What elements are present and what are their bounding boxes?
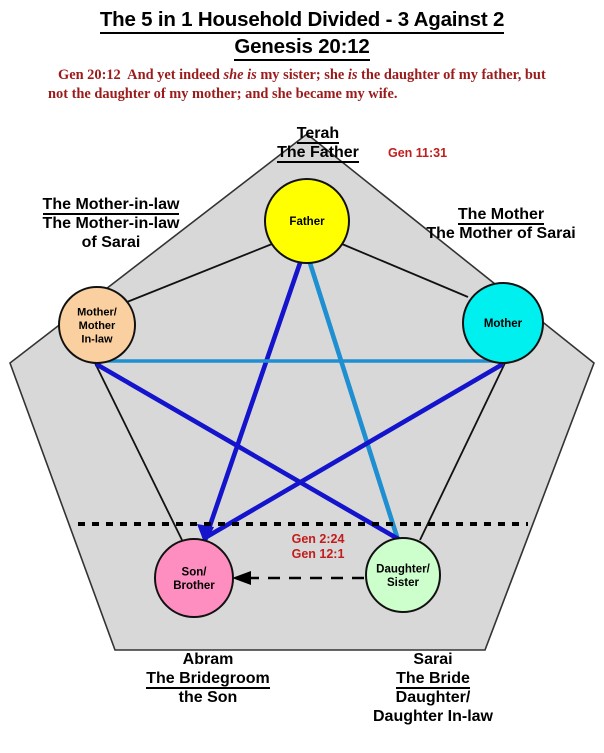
- terah-name: Terah: [296, 125, 340, 144]
- verse-emphasis-2: is: [347, 67, 358, 83]
- edge-father-motherinlaw: [126, 243, 273, 303]
- edge-motherinlaw-son: [94, 362, 183, 541]
- reference-gen-11-31: Gen 11:31: [388, 146, 448, 160]
- title-line-2: Genesis 20:12: [0, 33, 604, 61]
- node-label-daughter-sister: Daughter/: [376, 563, 430, 575]
- marriage-references: Gen 2:24 Gen 12:1: [272, 532, 364, 562]
- mother-sub: The Mother of Sarai: [426, 225, 576, 242]
- label-sarai: Sarai The Bride Daughter/ Daughter In-la…: [318, 650, 548, 726]
- abram-name: Abram: [182, 651, 234, 668]
- abram-role: The Bridegroom: [146, 670, 270, 689]
- edge-mother-daughter: [419, 362, 506, 541]
- arrowhead-father-son: [197, 524, 214, 545]
- edge-mother-son: [201, 362, 505, 541]
- black-relationship-lines: [94, 243, 506, 541]
- node-circle-mother-in-law[interactable]: [58, 286, 136, 364]
- sarai-sub1: Daughter/: [395, 689, 471, 706]
- node-label-son-brother: Son/: [182, 566, 208, 578]
- node-daughter-sister[interactable]: Daughter/Sister: [365, 537, 441, 613]
- sarai-name: Sarai: [413, 651, 453, 668]
- node-father[interactable]: Father: [264, 178, 350, 264]
- node-label-father: Father: [289, 216, 325, 228]
- label-mother: The Mother The Mother of Sarai: [398, 205, 604, 243]
- scripture-verse: Gen 20:12 And yet indeed she is my siste…: [48, 66, 564, 104]
- reference-gen-2-24: Gen 2:24: [291, 532, 345, 546]
- verse-emphasis-1: she is: [223, 67, 257, 83]
- marriage-arrow: [232, 571, 364, 585]
- edge-father-son: [202, 262, 303, 541]
- verse-text-3: the daughter of my father, but not the d…: [48, 67, 546, 102]
- mother-in-law-title: The Mother-in-law: [42, 196, 180, 215]
- node-circles-layer: FatherMother/MotherIn-lawMotherSon/Broth…: [58, 178, 544, 618]
- node-mother[interactable]: Mother: [462, 282, 544, 364]
- node-label-mother: Mother: [484, 318, 523, 330]
- title-line-1: The 5 in 1 Household Divided - 3 Against…: [0, 6, 604, 34]
- node-label-mother-in-law: Mother/: [77, 307, 117, 319]
- verse-reference: Gen 20:12: [58, 67, 121, 83]
- edge-father-mother: [341, 243, 469, 298]
- verse-text-1: And yet indeed: [127, 67, 224, 83]
- sarai-role: The Bride: [396, 670, 470, 689]
- label-terah: Terah The Father: [253, 124, 383, 163]
- sarai-sub2: Daughter In-law: [372, 708, 493, 725]
- label-mother-in-law: The Mother-in-law The Mother-in-law of S…: [6, 195, 216, 252]
- edge-motherinlaw-daughter: [94, 362, 402, 542]
- node-label-son-brother: Brother: [173, 580, 215, 592]
- mother-in-law-sub2: of Sarai: [81, 234, 141, 251]
- node-circle-father[interactable]: [264, 178, 350, 264]
- abram-sub: the Son: [178, 689, 238, 706]
- blue-pentagram-lines: [94, 262, 505, 545]
- marriage-arrowhead: [232, 571, 251, 585]
- mother-title: The Mother: [457, 206, 545, 225]
- page-title: The 5 in 1 Household Divided - 3 Against…: [0, 6, 604, 61]
- node-circle-daughter-sister[interactable]: [365, 537, 441, 613]
- node-label-mother-in-law: Mother: [79, 320, 116, 332]
- edge-father-daughter: [307, 262, 401, 541]
- node-label-mother-in-law: In-law: [81, 334, 113, 346]
- mother-in-law-sub1: The Mother-in-law: [42, 215, 180, 232]
- node-circle-mother[interactable]: [462, 282, 544, 364]
- node-label-daughter-sister: Sister: [387, 577, 419, 589]
- verse-text-2: my sister; she: [256, 67, 348, 83]
- label-abram: Abram The Bridegroom the Son: [108, 650, 308, 707]
- reference-gen-12-1: Gen 12:1: [291, 547, 345, 561]
- terah-role: The Father: [277, 144, 359, 163]
- node-son-brother[interactable]: Son/Brother: [154, 538, 234, 618]
- node-circle-son-brother[interactable]: [154, 538, 234, 618]
